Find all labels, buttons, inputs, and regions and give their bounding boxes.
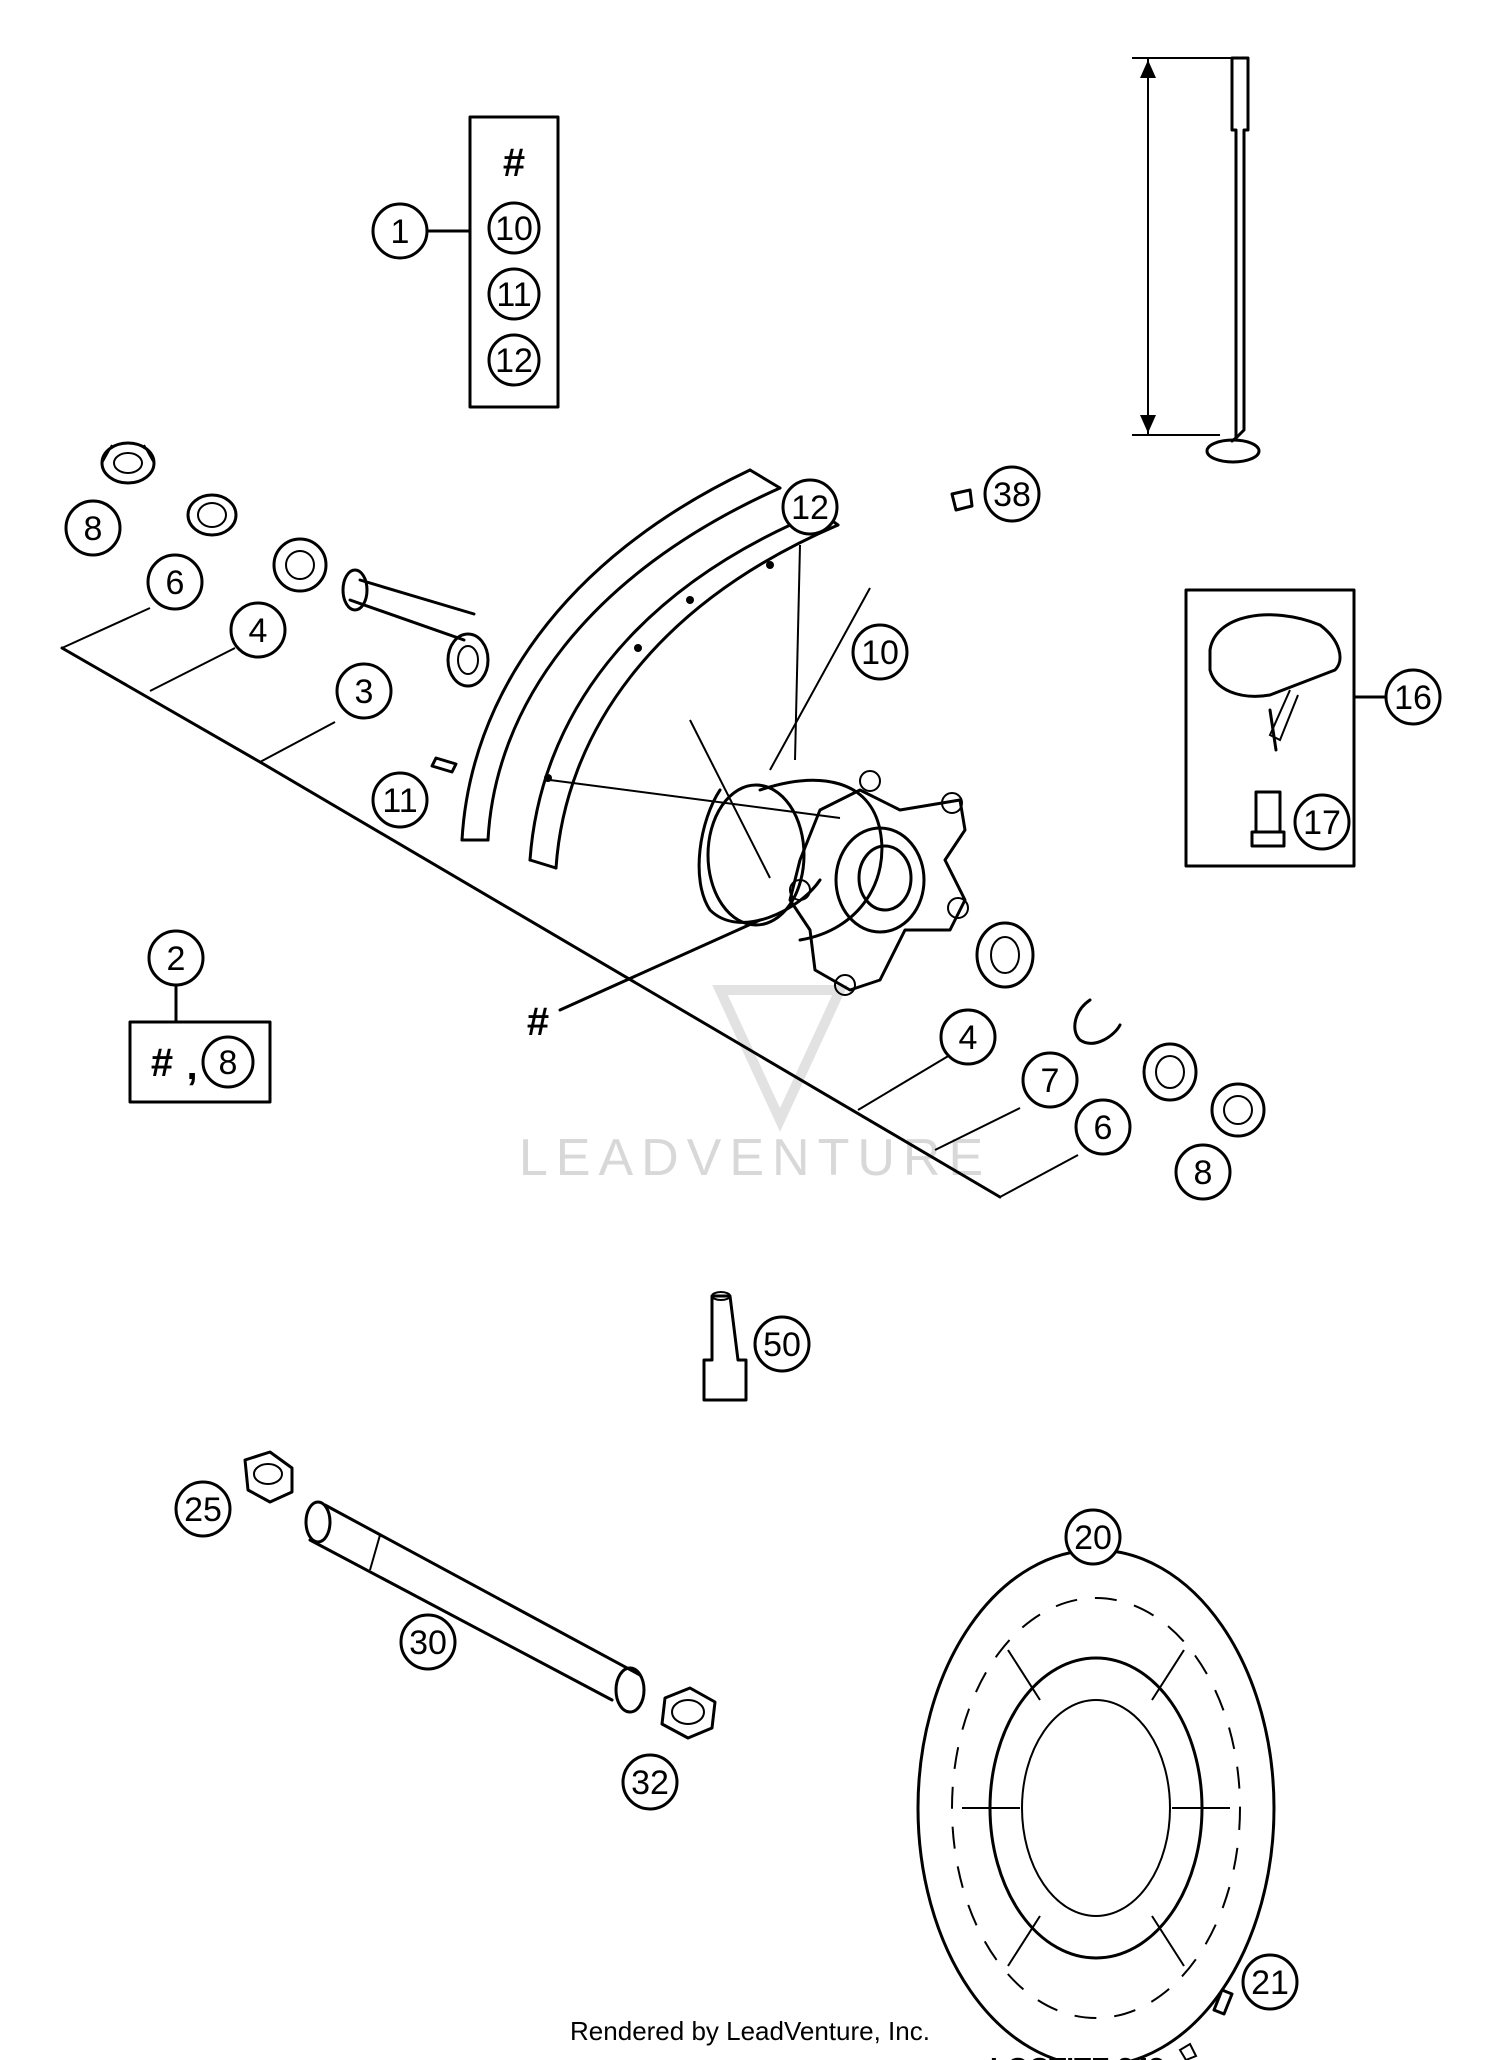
hub [558,770,969,1012]
svg-text:17: 17 [1303,804,1341,842]
kit-box-2-item-8: 8 [219,1044,238,1082]
svg-text:30: 30 [409,1624,447,1662]
kit-box-1-item-12: 12 [495,342,533,380]
spoke-part [1132,56,1261,464]
callout-17: 17 [1293,793,1351,851]
callout-38: 38 [983,465,1041,523]
axle-nut-32 [660,1686,717,1740]
svg-text:10: 10 [861,634,899,672]
plug-38-part [950,488,974,512]
svg-text:20: 20 [1074,1519,1112,1557]
svg-text:2: 2 [167,940,186,978]
left-hub-parts [60,441,1002,1199]
kit-box-1-item-11: 11 [496,276,531,314]
watermark-text: LEADVENTURE [519,1129,991,1187]
callout-3: 3 [335,662,393,720]
callout-20: 20 [1064,1508,1122,1566]
callout-4a: 4 [229,601,287,659]
svg-text:11: 11 [382,782,417,820]
callout-10: 10 [851,623,909,681]
kit-box-1-item-10: 10 [495,210,533,248]
callout-21: 21 [1241,1953,1299,2011]
kit-box-2: # , 8 [128,983,272,1104]
callout-16: 16 [1384,668,1442,726]
callout-4b: 4 [939,1008,997,1066]
svg-text:4: 4 [959,1019,978,1057]
svg-text:25: 25 [184,1491,222,1529]
callout-30: 30 [399,1613,457,1671]
svg-text:21: 21 [1251,1964,1289,2002]
svg-text:3: 3 [355,673,374,711]
callout-50: 50 [753,1315,811,1373]
callout-8b: 8 [1174,1143,1232,1201]
callout-32: 32 [621,1753,679,1811]
svg-text:6: 6 [166,564,185,602]
svg-text:8: 8 [1194,1154,1213,1192]
callout-12: 12 [781,478,839,536]
kit-box-2-comma: , [186,1044,197,1088]
rendered-by-footer: Rendered by LeadVenture, Inc. [570,2016,930,2046]
kit-box-2-hash: # [151,1041,173,1085]
svg-text:6: 6 [1094,1109,1113,1147]
kit-box-1: # 10 11 12 [426,115,560,409]
callout-11: 11 [371,771,429,829]
spokes [549,544,871,879]
axle-nut-25 [243,1450,294,1504]
callout-6b: 6 [1074,1098,1132,1156]
axle-30 [304,1500,646,1714]
svg-text:38: 38 [993,476,1031,514]
rim-segment [460,468,840,870]
loctite-label: LOCTITE 243 [990,2052,1164,2060]
callouts: 1 2 3 4 4 6 6 7 8 8 10 11 12 16 17 20 21… [64,202,1442,2011]
kit-box-1-hash: # [503,141,525,185]
svg-text:32: 32 [631,1764,669,1802]
svg-text:8: 8 [84,510,103,548]
tube-box [1184,588,1389,868]
valve-tool-part [702,1291,748,1402]
svg-text:16: 16 [1394,679,1432,717]
callout-6a: 6 [146,553,204,611]
callout-1: 1 [371,202,429,260]
disc-bolt-21 [1178,1988,1234,2060]
callout-7: 7 [1021,1051,1079,1109]
callout-25: 25 [174,1480,232,1538]
svg-text:50: 50 [763,1326,801,1364]
svg-text:7: 7 [1041,1062,1060,1100]
brake-disc-20 [916,1548,1276,2060]
svg-text:12: 12 [791,489,829,527]
callout-8a: 8 [64,499,122,557]
svg-text:4: 4 [249,612,268,650]
svg-text:1: 1 [391,213,410,251]
callout-2: 2 [147,929,205,987]
hub-hash-label: # [527,1000,549,1044]
watermark: LEADVENTURE [519,985,991,1187]
right-hub-parts [857,921,1266,1198]
loctite-label-group: LOCTITE 243 [990,2052,1186,2060]
